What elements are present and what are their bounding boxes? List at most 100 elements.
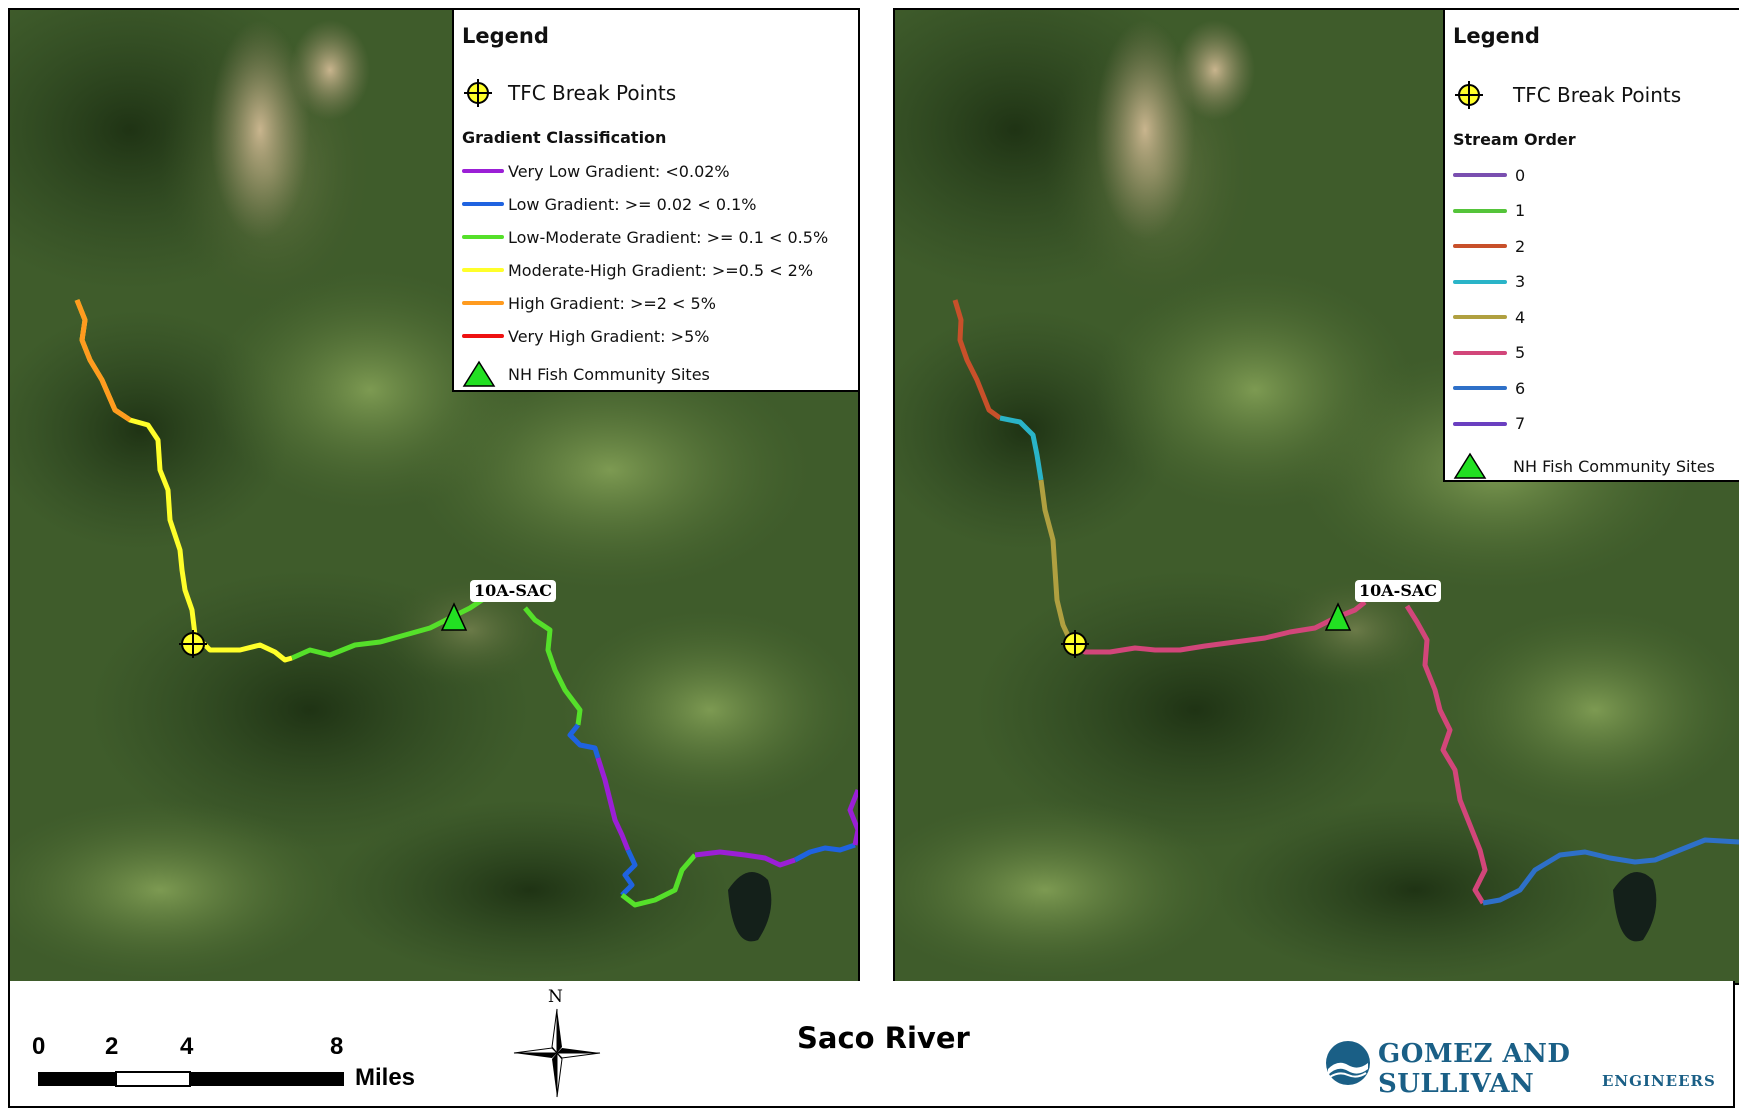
legend-row-stream-order: 5: [1453, 340, 1525, 366]
map-title: Saco River: [797, 1021, 970, 1055]
triangle-icon: [462, 360, 508, 387]
legend-label: 6: [1515, 378, 1526, 398]
legend-row-stream-order: 0: [1453, 162, 1525, 188]
legend-label: TFC Break Points: [508, 81, 677, 105]
line-swatch: [1453, 198, 1515, 224]
line-swatch: [1453, 162, 1515, 188]
line-swatch: [462, 323, 508, 349]
legend-label: NH Fish Community Sites: [508, 364, 710, 384]
legend-row-break-points: TFC Break Points: [462, 79, 677, 107]
company-logo-text: GOMEZ AND SULLIVAN: [1378, 1039, 1571, 1099]
tfc-break-point[interactable]: [1061, 630, 1089, 658]
line-swatch-color: [1453, 244, 1507, 248]
site-label-10a-sac: 10A-SAC: [470, 580, 557, 602]
stream-order-5: [1404, 604, 1488, 905]
line-swatch: [1453, 304, 1515, 330]
legend-label: Low-Moderate Gradient: >= 0.1 < 0.5%: [508, 227, 829, 247]
legend-row-break-points: TFC Break Points: [1453, 81, 1682, 109]
right-legend: Legend TFC Break Points Stream Order 0 1 2…: [1443, 10, 1739, 482]
line-swatch-color: [462, 202, 504, 206]
legend-row-gradient-class: High Gradient: >=2 < 5%: [462, 290, 716, 316]
legend-label: 5: [1515, 343, 1526, 362]
site-label-10a-sac: 10A-SAC: [1355, 580, 1442, 602]
legend-title: Legend: [1453, 24, 1540, 48]
north-label: N: [548, 987, 563, 1007]
scale-tick-label: 2: [105, 1033, 119, 1060]
legend-row-stream-order: 1: [1453, 198, 1525, 224]
line-swatch-color: [1453, 350, 1507, 355]
line-swatch-color: [462, 268, 504, 272]
left-legend: Legend TFC Break Points Gradient Classif…: [452, 10, 858, 392]
stream-high-gradient: [74, 299, 132, 423]
stream-order-4: [1038, 479, 1073, 642]
legend-row-fish-sites: NH Fish Community Sites: [462, 360, 710, 387]
stream-very-low-gradient: [847, 789, 858, 846]
legend-row-stream-order: 3: [1453, 269, 1525, 295]
crosshair-icon: [462, 79, 508, 107]
line-swatch-color: [1453, 315, 1507, 319]
scale-bar: [38, 1071, 344, 1087]
stream-order-2: [952, 299, 1002, 421]
legend-row-gradient-class: Low Gradient: >= 0.02 < 0.1%: [462, 191, 756, 217]
line-swatch-color: [462, 169, 504, 173]
tfc-break-point[interactable]: [179, 630, 207, 658]
right-map-panel: 10A-SAC Legend TFC Break Points Stream O…: [893, 8, 1739, 985]
legend-row-gradient-class: Very Low Gradient: <0.02%: [462, 158, 730, 184]
legend-row-gradient-class: Very High Gradient: >5%: [462, 323, 709, 349]
legend-label: Very Low Gradient: <0.02%: [508, 161, 730, 181]
line-swatch-color: [1453, 208, 1507, 213]
stream-low-gradient: [567, 723, 601, 759]
stream-low-gradient: [793, 842, 856, 863]
legend-label: NH Fish Community Sites: [1513, 456, 1715, 476]
stream-order-5: [1068, 600, 1367, 655]
left-stream-lines: [74, 299, 858, 908]
stream-low-moderate-gradient: [620, 853, 697, 908]
line-swatch-color: [462, 235, 504, 239]
line-swatch: [1453, 375, 1515, 401]
legend-row-stream-order: 4: [1453, 304, 1525, 330]
legend-label: Moderate-High Gradient: >=0.5 < 2%: [508, 260, 814, 280]
north-arrow-icon: [513, 1008, 601, 1098]
legend-row-stream-order: 6: [1453, 375, 1525, 401]
left-map-panel: 10A-SAC Legend TFC Break Points Gradient…: [8, 8, 860, 985]
scale-tick-label: 8: [330, 1033, 344, 1060]
company-logo-icon: [1326, 1041, 1370, 1085]
nh-fish-site-marker[interactable]: [1324, 602, 1352, 631]
line-swatch: [1453, 269, 1515, 295]
scale-tick-label: 4: [180, 1033, 194, 1060]
stream-moderate-high-gradient: [74, 299, 293, 663]
legend-row-gradient-class: Moderate-High Gradient: >=0.5 < 2%: [462, 257, 813, 283]
map-footer: 0 2 4 8 Miles N Saco River GOMEZ AND SUL…: [8, 981, 1735, 1108]
line-swatch-color: [1453, 386, 1507, 390]
legend-row-gradient-class: Low-Moderate Gradient: >= 0.1 < 0.5%: [462, 224, 828, 250]
line-swatch-color: [462, 334, 504, 338]
line-swatch-color: [1453, 421, 1507, 426]
right-stream-lines: [952, 299, 1739, 906]
legend-section-title: Stream Order: [1453, 130, 1576, 149]
legend-row-stream-order: 2: [1453, 233, 1525, 259]
crosshair-icon: [1453, 81, 1499, 109]
line-swatch-color: [1453, 173, 1507, 177]
line-swatch-color: [462, 301, 504, 305]
line-swatch-color: [1453, 279, 1507, 284]
line-swatch: [1453, 411, 1515, 437]
legend-label: 3: [1515, 272, 1526, 291]
legend-row-fish-sites: NH Fish Community Sites: [1453, 452, 1715, 479]
legend-label: 1: [1515, 201, 1526, 220]
legend-label: Very High Gradient: >5%: [508, 326, 710, 346]
legend-title: Legend: [462, 24, 549, 48]
line-swatch: [1453, 340, 1515, 366]
stream-very-low-gradient: [595, 757, 631, 851]
stream-order-6: [1482, 837, 1739, 906]
nh-fish-site-marker[interactable]: [440, 602, 468, 631]
legend-label: TFC Break Points: [1513, 83, 1682, 107]
legend-label: Low Gradient: >= 0.02 < 0.1%: [508, 194, 757, 214]
legend-label: 4: [1515, 307, 1526, 327]
stream-order-3: [999, 415, 1044, 481]
company-logo-subtitle: ENGINEERS: [1602, 1072, 1716, 1090]
triangle-icon: [1453, 452, 1499, 479]
right-satellite-imagery: [895, 10, 1739, 983]
stream-very-low-gradient: [694, 849, 796, 868]
scale-tick-label: 0: [32, 1033, 46, 1060]
